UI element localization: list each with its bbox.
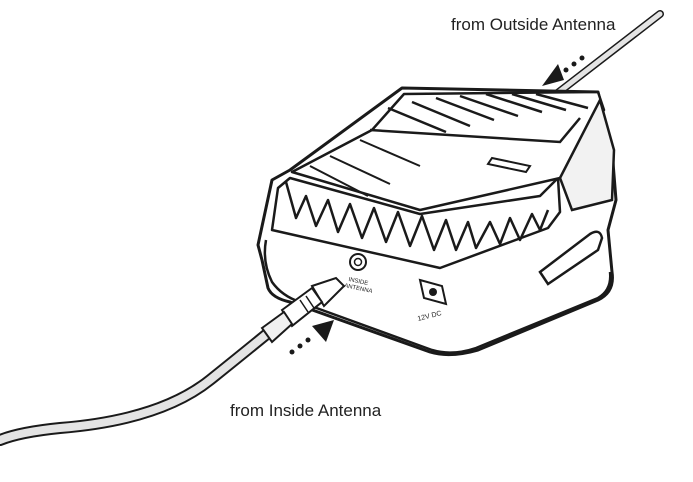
outside-antenna-cable	[542, 10, 664, 106]
signal-booster-unit	[256, 86, 618, 357]
dashed-arrow-icon	[289, 320, 334, 355]
inside-antenna-label: from Inside Antenna	[230, 401, 382, 420]
outside-antenna-label: from Outside Antenna	[451, 15, 616, 34]
dashed-arrow-icon	[542, 55, 585, 86]
inside-antenna-port-label: INSIDE	[348, 277, 369, 287]
inside-antenna-cable	[0, 276, 346, 446]
coax-connector-icon	[260, 276, 346, 344]
inside-antenna-port: INSIDE ANTENNA	[344, 253, 373, 295]
inside-antenna-port-label-2: ANTENNA	[344, 283, 373, 295]
